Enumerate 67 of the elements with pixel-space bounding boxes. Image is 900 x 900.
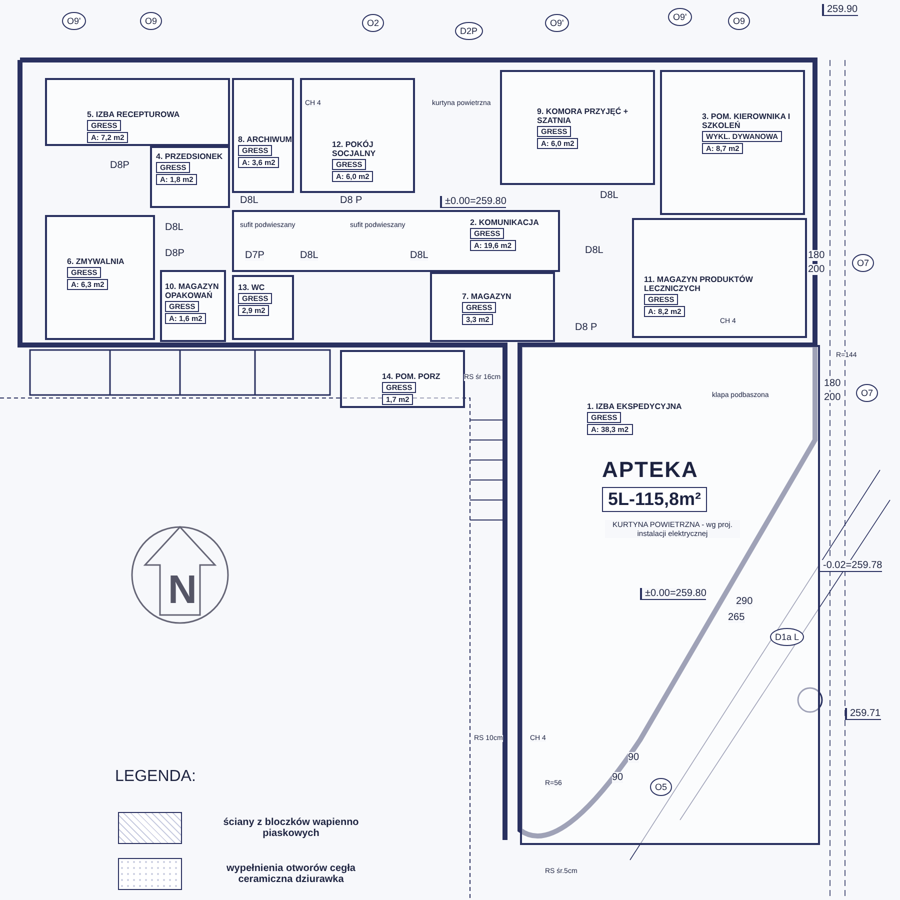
room-outline [232, 275, 294, 340]
door-code: D8P [165, 248, 184, 259]
room-name: 5. IZBA RECEPTUROWA [87, 110, 180, 119]
room-name: 14. POM. PORZ [382, 372, 440, 381]
room-outline [660, 70, 805, 215]
room-outline [500, 70, 655, 185]
pharmacy-title: APTEKA [602, 457, 698, 483]
legend-text: ściany z bloczków wapienno piaskowych [222, 817, 360, 839]
elevation-mark: ±0.00=259.80 [640, 588, 706, 600]
room-outline [430, 272, 555, 342]
dimension-text: 180 [808, 250, 825, 261]
dimension-text: 90 [612, 772, 624, 783]
door-code: D8 P [575, 322, 598, 333]
axis-marker: O7 [856, 384, 878, 402]
door-code: D8 P [340, 195, 362, 206]
elevation-mark: 259.90 [822, 4, 858, 16]
room-name: 8. ARCHIWUM [238, 135, 292, 144]
room-outline [300, 78, 415, 193]
door-code: D8L [165, 222, 184, 233]
room-name: 7. MAGAZYN [462, 292, 512, 301]
axis-marker: O7 [852, 254, 874, 272]
dimension-text: 265 [728, 612, 745, 623]
dimension-text: 290 [736, 596, 753, 607]
dimension-text: 90 [628, 752, 640, 763]
room-outline [160, 270, 226, 342]
door-code: D8L [240, 195, 258, 206]
elevation-mark: -0.02=259.78 [818, 560, 882, 572]
room-name: 2. KOMUNIKACJA [470, 218, 539, 227]
axis-marker: O9 [728, 12, 750, 30]
axis-marker: O9' [668, 8, 692, 26]
door-code: D8L [600, 190, 618, 201]
room-name: 4. PRZEDSIONEK [156, 152, 223, 161]
dimension-text: 200 [808, 264, 825, 275]
room-name: 13. WC [238, 283, 266, 292]
room-outline [232, 210, 560, 272]
room-outline [632, 218, 807, 338]
door-code: D8L [585, 245, 604, 256]
room-outline [340, 350, 465, 408]
area-total: 5L-115,8m² [602, 487, 708, 512]
room-name: 9. KOMORA PRZYJĘĆ + SZATNIA [537, 107, 630, 125]
axis-marker: D1a L [770, 628, 804, 646]
axis-marker: O9' [62, 12, 86, 30]
elevation-mark: ±0.00=259.80 [440, 196, 506, 208]
room-name: 10. MAGAZYN OPAKOWAŃ [165, 282, 220, 300]
room-outline [150, 146, 230, 208]
dimension-text: 200 [824, 392, 841, 403]
elevation-mark: 259.71 [845, 708, 881, 720]
room-outline [232, 78, 294, 193]
room-name: 11. MAGAZYN PRODUKTÓW LECZNICZYCH [644, 275, 754, 293]
dimension-text: 180 [824, 378, 841, 389]
room-name: 12. POKÓJ SOCJALNY [332, 140, 377, 158]
room-outline [45, 215, 155, 340]
door-code: D8P [110, 160, 130, 171]
axis-marker: O9 [140, 12, 162, 30]
axis-marker: O9' [545, 14, 569, 32]
axis-marker: O5 [650, 778, 672, 796]
door-code: D8L [410, 250, 428, 261]
axis-marker: D2P [455, 22, 483, 40]
room-outline [520, 345, 820, 845]
room-name: 1. IZBA EKSPEDYCYJNA [587, 402, 682, 411]
room-name: 6. ZMYWALNIA [67, 257, 124, 266]
room-name: 3. POM. KIEROWNIKA I SZKOLEŃ [702, 112, 792, 130]
door-code: D8L [300, 250, 318, 261]
legend-text: wypełnienia otworów cegła ceramiczna dziurawka [226, 863, 356, 885]
axis-marker: O2 [362, 14, 384, 32]
door-code: D7P [245, 250, 264, 261]
room-outline [45, 78, 230, 146]
